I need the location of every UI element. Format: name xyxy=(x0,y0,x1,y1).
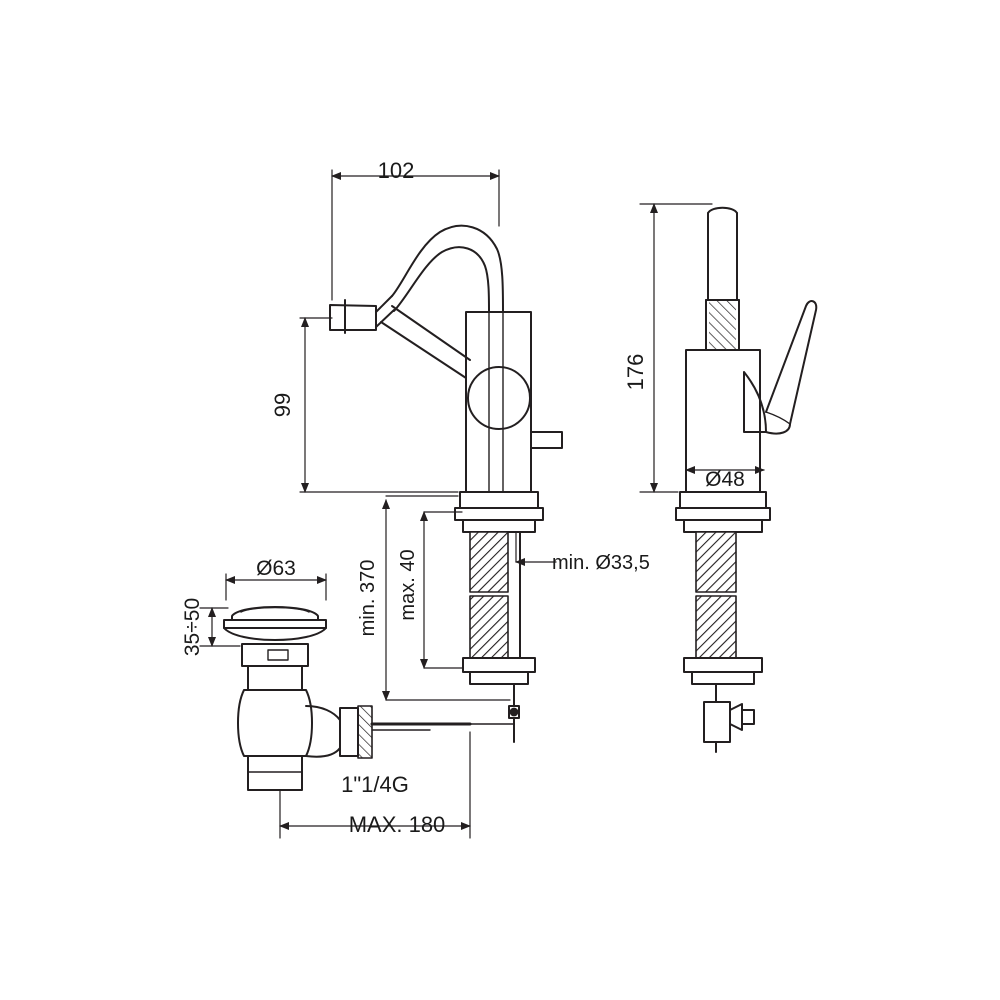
dim-cap-diameter: Ø63 xyxy=(256,557,296,580)
dim-overall-height: 176 xyxy=(623,354,648,391)
dim-spout-height: 99 xyxy=(270,393,295,417)
dim-min-hose: min. 370 xyxy=(357,560,379,637)
waste-detail-geometry xyxy=(223,606,472,791)
dim-max-thickness: max. 40 xyxy=(397,549,419,620)
dimension-labels: 102 99 min. 370 max. 40 min. Ø33,5 176 Ø… xyxy=(181,158,745,837)
side-view-geometry xyxy=(675,206,818,753)
dim-min-hole: min. Ø33,5 xyxy=(552,552,650,574)
dim-spout-reach: 102 xyxy=(378,158,415,183)
dimension-lines xyxy=(199,169,765,839)
dim-basin-thickness: 35÷50 xyxy=(181,598,204,656)
front-view-geometry xyxy=(329,224,563,743)
dim-waste-thread: 1"1/4G xyxy=(341,772,409,797)
dim-body-diameter: Ø48 xyxy=(705,468,745,491)
dim-max-waste-reach: MAX. 180 xyxy=(349,812,446,837)
